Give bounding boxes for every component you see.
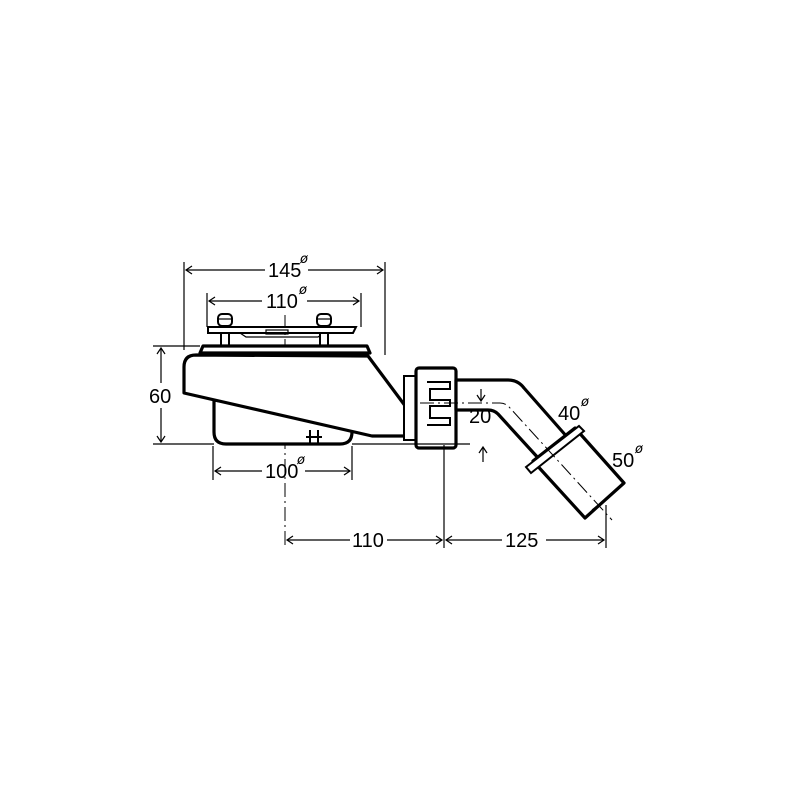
dim-label-125: 125 [505,530,538,552]
dim-label-60: 60 [149,386,171,408]
dim-label-20: 20 [469,406,491,428]
dim-grate-diameter: 110 ø [206,283,362,327]
dim-label-40: 40 [558,403,580,425]
dim-label-110-center: 110 [352,530,384,552]
dim-horizontal-chain: 110 125 [285,445,607,552]
top-flange [198,344,372,355]
dim-outlet-diameters: 40 ø 50 ø [558,395,644,472]
dim-outlet-offset: 20 [469,389,491,462]
dim-label-100: 100 [265,461,298,483]
outlet-centerline [420,402,613,521]
diameter-symbol: ø [299,252,309,267]
dim-label-145: 145 [268,260,301,282]
diameter-symbol: ø [580,395,590,410]
dim-top-flange-diameter: 145 ø [183,252,386,355]
screw-head-right [316,313,332,327]
screw-head-left [217,313,233,327]
grate-assembly [207,313,358,348]
diameter-symbol: ø [634,442,644,457]
dim-body-diameter: 100 ø [212,446,353,483]
diameter-symbol: ø [298,283,308,298]
trap-stem [306,430,322,444]
union-nut [403,366,458,450]
diameter-symbol: ø [296,453,306,468]
dim-height: 60 [149,345,214,445]
dim-label-50: 50 [612,450,634,472]
outlet-spigot [524,424,626,520]
dim-label-110-grate: 110 [266,291,298,313]
